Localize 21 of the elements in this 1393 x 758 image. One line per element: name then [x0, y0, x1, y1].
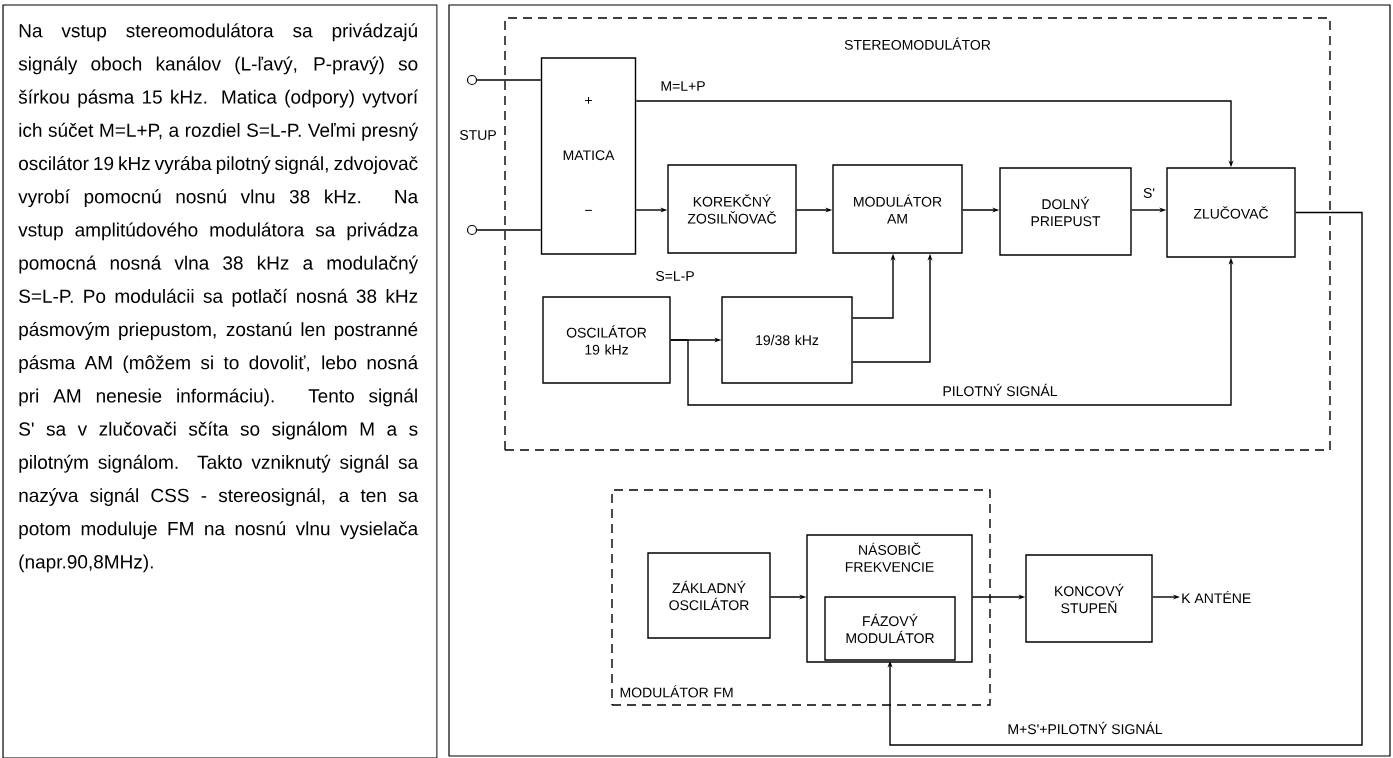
block-box: DOLNÝ PRIEPUST	[999, 167, 1132, 256]
text-panel: Na vstup stereomodulátora sa privádzajú signály oboch kanálov (L-ľavý, P-pravý) so šírkou pásma 15 kHz. Matica (odpory) vytvorí ich súčet M=L+P, a rozdiel S=L-P. Veľmi presný oscilátor 19 kHz vyrába pilotný signál, zdvojovač vyrobí pomocnú nosnú vlnu 38 kHz. Na vstup amplitúdového modulátora sa privádza pomocná nosná vlna 38 kHz a modulačný S=L-P. Po modulácii sa potlačí nosná 38 kHz pásmovým priepustom, zostanú len postranné pásma AM (môžem si to dovoliť, lebo nosná pri AM nenesie informáciu). Tento signál S' sa v zlučovači sčíta so signálom M a s pilotným signálom. Takto vzniknutý signál sa nazýva signál CSS - stereosignál, a ten sa potom moduluje FM na nosnú vlnu vysielača (napr.90,8MHz).	[2, 4, 438, 758]
connector-line	[476, 79, 542, 81]
block-box: + MATICA −	[540, 57, 637, 255]
block-box: MODULÁTOR AM	[832, 164, 963, 254]
arrow	[887, 211, 1363, 746]
edge-label: S'	[1142, 187, 1156, 199]
edge-label: M+S'+PILOTNÝ SIGNÁL	[1006, 720, 1164, 736]
block-box: ZLUČOVAČ	[1166, 167, 1296, 258]
block-box: ZÁKLADNÝ OSCILÁTOR	[647, 552, 771, 639]
edge-label: S=L-P	[654, 270, 696, 282]
edge-label: M=L+P	[659, 80, 707, 92]
connector-line	[476, 229, 542, 231]
block-box: FÁZOVÝ MODULÁTOR	[824, 596, 956, 661]
output-label: K ANTÉNE	[1182, 590, 1251, 604]
block-box: KONCOVÝ STUPEŇ	[1025, 554, 1153, 643]
side-label: STUP	[460, 130, 496, 140]
block-box: OSCILÁTOR 19 kHz	[542, 296, 671, 384]
block-box: 19/38 kHz	[721, 296, 853, 384]
block-box: KOREKČNÝ ZOSILŇOVAČ	[667, 164, 797, 254]
edge-label: PILOTNÝ SIGNÁL	[941, 382, 1059, 398]
